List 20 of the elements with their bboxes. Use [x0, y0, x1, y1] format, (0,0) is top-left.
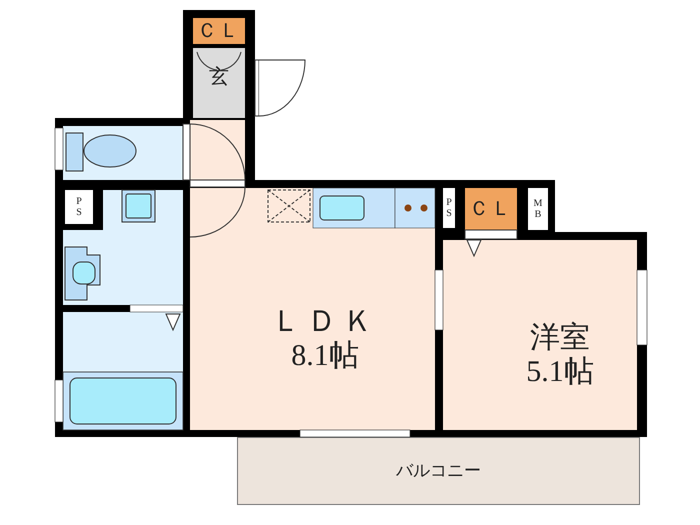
room-label: ＣＬ: [197, 19, 241, 44]
room-label: PS: [445, 197, 453, 219]
room-floor: [190, 188, 435, 430]
room-floor: [443, 240, 637, 430]
room-label: 5.1帖: [526, 355, 594, 390]
room-label: 8.1帖: [291, 339, 359, 374]
room-label: MB: [533, 198, 543, 220]
room-floor: [237, 437, 640, 505]
room-label: PS: [75, 196, 83, 218]
shaft-area: [443, 188, 455, 228]
room-label: 玄: [209, 65, 229, 90]
room-label: ＬＤＫ: [271, 304, 379, 339]
room-label: ＣＬ: [469, 197, 513, 222]
shaft-area: [65, 190, 93, 224]
room-label: 洋室: [530, 320, 590, 355]
closet-area: [193, 18, 245, 44]
shaft-area: [528, 188, 548, 230]
closet-area: [465, 188, 517, 230]
room-label: バルコニー: [396, 460, 481, 482]
entrance-area: [193, 48, 245, 118]
